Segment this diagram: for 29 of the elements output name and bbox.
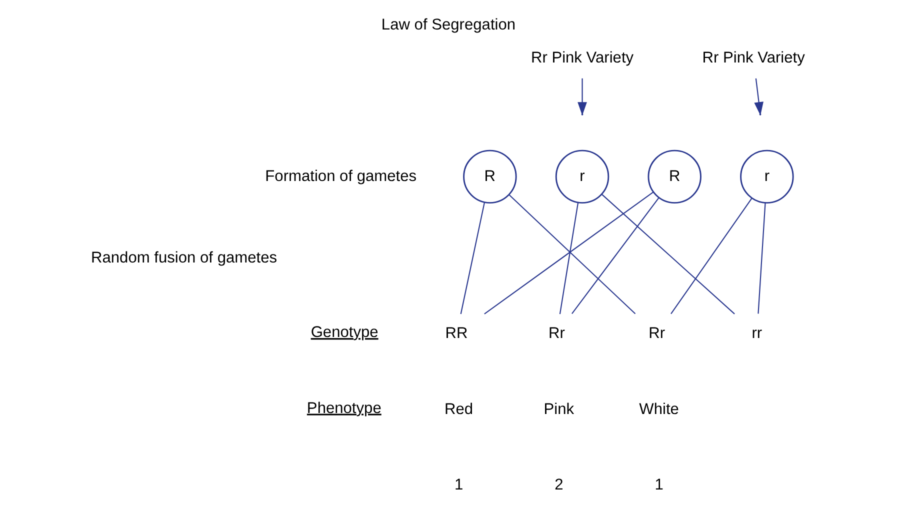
node-circle: R: [648, 150, 702, 204]
connector: [572, 198, 660, 314]
label: White: [639, 400, 679, 418]
label: 1: [654, 476, 664, 494]
node-text: rr: [752, 325, 762, 342]
node-circle: R: [463, 150, 517, 204]
label: Formation of gametes: [265, 168, 417, 185]
connector: [758, 202, 766, 314]
label: Red: [444, 400, 474, 418]
connector: [484, 192, 654, 314]
connector: [559, 202, 579, 314]
label: Phenotype: [306, 400, 382, 417]
node-circle: r: [740, 150, 794, 204]
label: Pink: [544, 400, 574, 418]
node-text: Rr Pink Variety: [702, 49, 805, 66]
node-text: Rr Pink Variety: [530, 49, 634, 66]
node-circle: r: [555, 150, 610, 204]
node-text: RR: [445, 325, 468, 342]
label: 2: [554, 476, 564, 494]
connector: [460, 202, 486, 314]
connector: [602, 194, 735, 314]
label: Genotype: [310, 324, 378, 342]
connector: [508, 194, 636, 314]
node-text: Rr: [548, 325, 565, 342]
connector: [670, 198, 752, 314]
diagram-title: Law of Segregation: [381, 16, 516, 34]
node-text: Rr: [648, 325, 666, 342]
label: Random fusion of gametes: [91, 250, 278, 267]
label: 1: [454, 476, 464, 494]
